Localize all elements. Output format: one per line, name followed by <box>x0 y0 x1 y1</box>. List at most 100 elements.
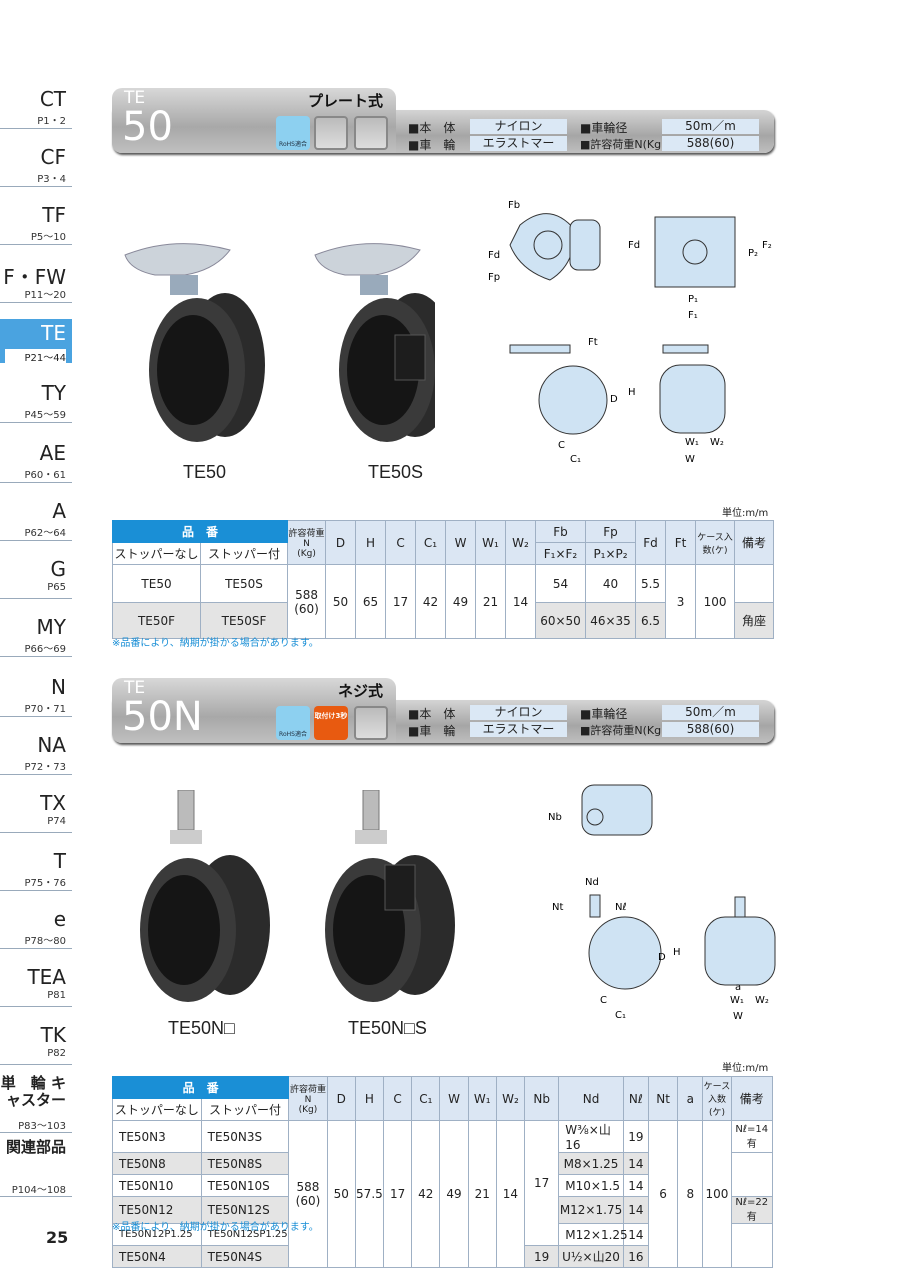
column-header: 備考 <box>734 520 775 565</box>
table-cell: 5.5 <box>635 564 667 603</box>
table-cell: 14 <box>495 1120 526 1268</box>
unit-label: 単位:m/m <box>722 508 769 519</box>
table-cell: 54 <box>535 564 587 603</box>
dimension-label: W₁ <box>685 437 699 448</box>
column-header: W₁ <box>475 520 507 565</box>
sidebar-item-pages: P82 <box>47 1048 66 1059</box>
sidebar-item-code: 関連部品 <box>5 1138 66 1156</box>
dimension-label: D <box>610 394 618 405</box>
model-number: 50N <box>122 694 203 740</box>
column-header: 品 番 <box>111 1076 290 1099</box>
caster-te50s-image <box>314 243 435 442</box>
dimension-label: W <box>685 454 695 465</box>
column-header: ストッパーなし <box>112 542 201 565</box>
column-header: P₁×P₂ <box>585 542 637 565</box>
part-number: TE50N8 <box>112 1152 202 1175</box>
column-header: Ft <box>665 520 697 565</box>
dimension-label: W₂ <box>755 995 769 1006</box>
part-number: TE50F <box>112 602 201 639</box>
dimension-label: Nℓ <box>615 902 627 913</box>
column-header: C₁ <box>415 520 447 565</box>
sidebar-item-code: e <box>53 907 66 931</box>
column-header: Nt <box>647 1076 679 1121</box>
part-number: TE50N4S <box>200 1245 290 1268</box>
table-cell <box>734 564 775 603</box>
table-cell: 許容荷重N <box>289 1085 326 1105</box>
table-cell: (60) <box>294 601 319 616</box>
table-cell: Nℓ=14有 <box>730 1120 774 1153</box>
sidebar-item-pages: P104～108 <box>11 1185 66 1196</box>
mount-type: ネジ式 <box>338 682 384 700</box>
sidebar-item[interactable]: T P75・76 <box>0 847 72 891</box>
sidebar-item-code: A <box>52 499 66 523</box>
blank-badge-icon <box>314 116 348 150</box>
page-number: 25 <box>46 1228 69 1247</box>
table-cell: 588 <box>296 1180 320 1194</box>
table-cell: Nℓ=22有 <box>730 1196 774 1224</box>
model-number: 50 <box>122 104 173 150</box>
part-number: TE50N4 <box>112 1245 202 1268</box>
dimension-label: Nt <box>552 902 563 913</box>
caster-te50ns-image <box>325 790 455 1002</box>
table-cell: 17 <box>524 1120 560 1246</box>
dimension-label: C₁ <box>615 1010 626 1021</box>
table-cell: 21 <box>475 564 507 639</box>
sidebar-item-code: TX <box>40 791 66 815</box>
footnote: ※品番により、納期が掛かる場合があります。 <box>112 1222 319 1233</box>
dimension-label: F₂ <box>762 240 772 251</box>
part-number: TE50N12S <box>200 1196 290 1224</box>
column-header: W <box>439 1076 469 1121</box>
column-header: ケース入数(ケ) <box>702 1076 732 1121</box>
table-cell: 角座 <box>734 602 775 639</box>
part-number: TE50S <box>199 564 289 603</box>
table-cell: 588(60) <box>288 1120 328 1268</box>
table-cell: 14 <box>505 564 537 639</box>
table-cell: 60×50 <box>535 602 587 639</box>
table-cell: 65 <box>355 564 387 639</box>
table-cell: 許容荷重N <box>288 529 325 549</box>
series-label: TE <box>124 678 146 698</box>
table-cell: (Kg) <box>298 1105 318 1115</box>
column-header: Nℓ <box>622 1076 649 1121</box>
sidebar-item-pages: P11～20 <box>24 290 66 301</box>
column-header: H <box>355 520 387 565</box>
table-cell: 17 <box>385 564 417 639</box>
sidebar-item[interactable]: 関連部品 P104～108 <box>0 1139 72 1197</box>
table-cell: 8 <box>677 1120 704 1268</box>
sidebar-item-code: T <box>53 849 66 873</box>
column-header: C <box>383 1076 413 1121</box>
table-cell: M8×1.25 <box>558 1152 624 1175</box>
column-header: W <box>445 520 477 565</box>
sidebar-item-pages: P75・76 <box>24 878 66 889</box>
table-cell: W⅜×山16 <box>558 1120 624 1153</box>
te50n-header: TE 50N ネジ式 RoHS適合 取付け3秒 ■本 体 ナイロン ■車 輪 エ… <box>112 678 774 743</box>
column-header: W₂ <box>495 1076 526 1121</box>
dimension-label: Ft <box>588 337 598 348</box>
column-header: Nd <box>558 1076 624 1121</box>
part-number: TE50N10 <box>112 1174 202 1197</box>
column-header: W₂ <box>505 520 537 565</box>
table-cell: 17 <box>383 1120 413 1268</box>
part-number: TE50SF <box>199 602 289 639</box>
